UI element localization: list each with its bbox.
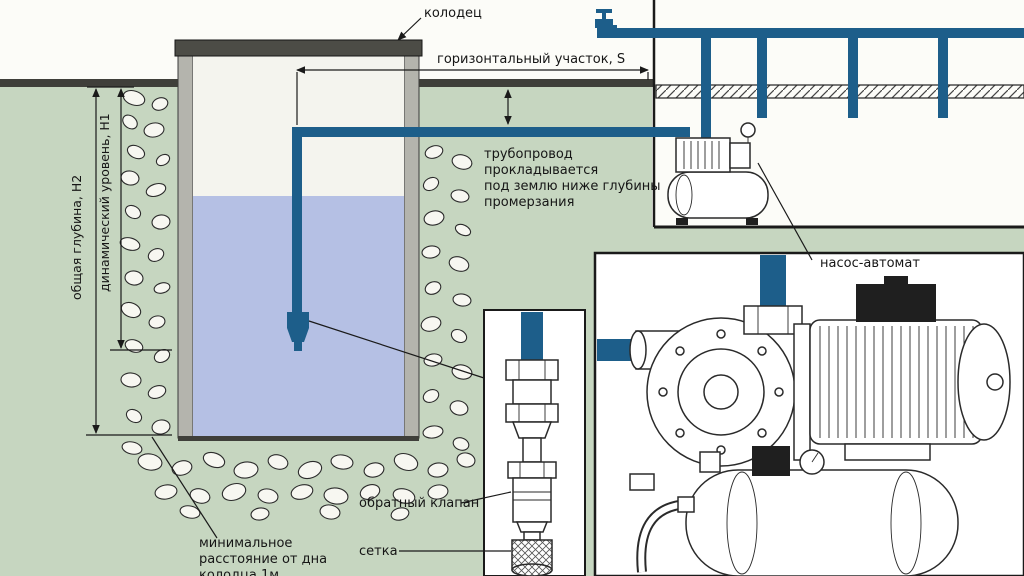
min-distance-line-2: расстояние от дна: [199, 551, 328, 567]
total-depth-label: общая глубина, H2: [69, 174, 84, 300]
well-bottom: [178, 436, 419, 441]
check-valve-label: обратный клапан: [359, 496, 480, 511]
submersible-pump-icon: [287, 312, 309, 351]
check-valve-inset: [483, 309, 586, 576]
pipeline-note: трубопровод прокладывается под землю ниж…: [484, 147, 661, 210]
pressure-tank-drawing: [685, 469, 959, 576]
leader-lines: [151, 17, 813, 552]
pipeline-note-line-3: под землю ниже глубины: [484, 178, 661, 194]
pipeline-note-line-4: промерзания: [484, 194, 575, 210]
leader-well-label: [397, 17, 422, 41]
well-cap: [174, 39, 423, 57]
check-valve-drawing: [507, 461, 557, 479]
house-floor-slab: [655, 84, 1024, 99]
pipe-drop-3: [938, 36, 948, 118]
terminal-box-drawing: [856, 284, 936, 322]
pipe-well-riser: [292, 127, 302, 315]
min-distance-line-3: колодца 1м: [199, 567, 280, 576]
motor-drawing: [809, 319, 983, 445]
well-label: колодец: [424, 6, 482, 21]
pump-station-label: насос-автомат: [820, 256, 920, 271]
pressure-switch-drawing: [752, 446, 790, 476]
pipe-drop-1: [757, 36, 767, 118]
pipe-drop-2: [848, 36, 858, 118]
tap-icon: [595, 9, 617, 33]
mesh-label: сетка: [359, 544, 398, 559]
pump-station-drawing: [667, 122, 769, 225]
dynamic-level-label: динамический уровень, H1: [97, 113, 112, 292]
leader-pump-station: [757, 162, 813, 261]
pipe-underground-run: [292, 127, 690, 137]
dimension-lines: [86, 66, 649, 436]
min-distance-note: минимальное расстояние от дна колодца 1м: [199, 536, 327, 576]
ground-line-left: [0, 79, 178, 87]
pipeline-note-line-2: прокладывается: [484, 162, 599, 178]
min-distance-line-1: минимальное: [199, 536, 293, 551]
leader-min-distance: [151, 436, 218, 539]
leader-pump-to-inset: [308, 320, 485, 379]
ground-line-right: [419, 79, 655, 87]
water-pipes: [292, 28, 1024, 315]
pipe-pump-riser: [701, 36, 711, 142]
pipe-house-main: [597, 28, 1024, 38]
horizontal-section-label: горизонтальный участок, S: [437, 52, 626, 67]
pump-detail-inset: [593, 251, 1024, 576]
gravel-stones: [119, 89, 476, 521]
leader-check-valve: [460, 491, 512, 504]
pipeline-note-line-1: трубопровод: [484, 147, 573, 162]
